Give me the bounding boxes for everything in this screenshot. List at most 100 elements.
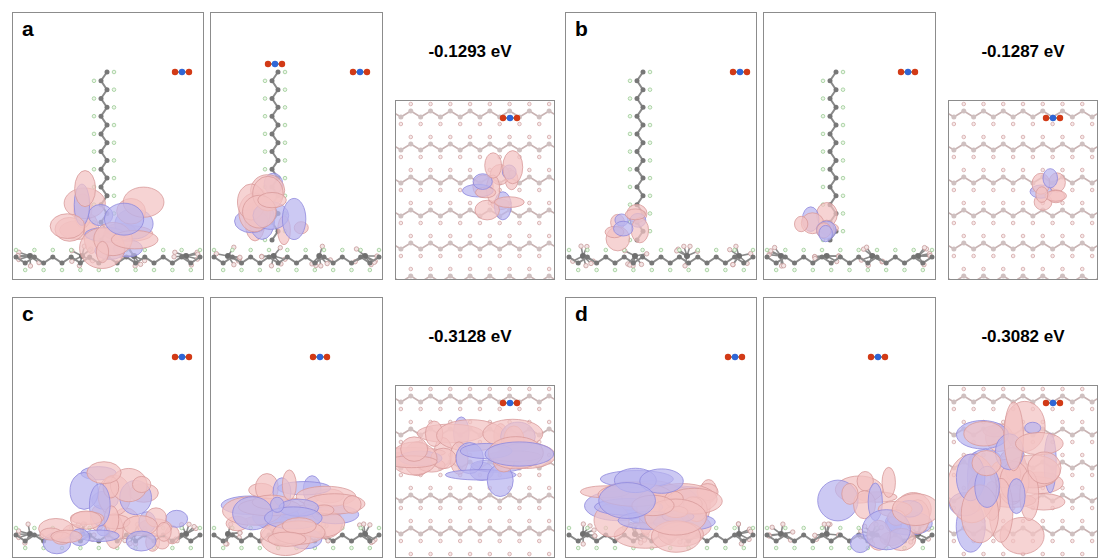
carbon-atom xyxy=(641,176,646,181)
hydrogen-atom xyxy=(1090,506,1094,510)
hydrogen-atom xyxy=(687,268,691,272)
carbon-atom xyxy=(641,158,646,163)
carbon-atom xyxy=(1080,208,1085,213)
hydrogen-atom xyxy=(79,268,83,272)
hydrogen-atom xyxy=(1001,168,1005,172)
hydrogen-atom xyxy=(962,168,966,172)
carbon-atom xyxy=(1070,466,1075,471)
carbon-atom xyxy=(547,109,552,114)
charge-depletion xyxy=(71,511,102,529)
hydrogen-atom xyxy=(70,259,74,263)
hydrogen-atom xyxy=(528,267,532,271)
hydrogen-atom xyxy=(419,407,423,411)
hydrogen-atom xyxy=(368,523,372,527)
hydrogen-atom xyxy=(841,159,845,163)
carbon-atom xyxy=(635,167,640,172)
carbon-atom xyxy=(981,142,986,147)
hydrogen-atom xyxy=(286,248,290,252)
carbon-atom xyxy=(458,214,463,219)
hydrogen-atom xyxy=(962,552,966,556)
hydrogen-atom xyxy=(508,267,512,271)
hydrogen-atom xyxy=(362,522,366,526)
hydrogen-atom xyxy=(1061,234,1065,238)
hydrogen-atom xyxy=(468,135,472,139)
hydrogen-atom xyxy=(377,248,381,252)
carbon-atom xyxy=(398,433,403,438)
hydrogen-atom xyxy=(399,122,403,126)
oxygen-atom xyxy=(500,115,506,121)
hydrogen-atom xyxy=(1061,453,1065,457)
charge-accumulation xyxy=(270,497,284,512)
hydrogen-atom xyxy=(1061,267,1065,271)
hydrogen-atom xyxy=(112,70,116,74)
hydrogen-atom xyxy=(1001,267,1005,271)
oxygen-atom xyxy=(265,61,271,67)
hydrogen-atom xyxy=(962,201,966,205)
carbon-atom xyxy=(1070,532,1075,537)
carbon-atom xyxy=(1060,274,1065,279)
hydrogen-atom xyxy=(648,212,652,216)
hydrogen-atom xyxy=(419,254,423,258)
hydrogen-atom xyxy=(238,255,242,259)
hydrogen-atom xyxy=(1080,168,1084,172)
hydrogen-atom xyxy=(922,245,926,249)
carbon-atom xyxy=(408,394,413,399)
oxygen-atom xyxy=(1043,115,1049,121)
hydrogen-atom xyxy=(1041,135,1045,139)
carbon-atom xyxy=(951,115,956,120)
panel-letter: d xyxy=(575,302,588,325)
carbon-atom xyxy=(594,539,599,544)
hydrogen-atom xyxy=(774,268,778,272)
hydrogen-atom xyxy=(283,106,287,110)
carbon-atom xyxy=(622,255,627,260)
carbon-atom xyxy=(418,148,423,153)
hydrogen-atom xyxy=(448,102,452,106)
carbon-atom xyxy=(991,148,996,153)
carbon-atom xyxy=(527,241,532,246)
carbon-atom xyxy=(594,261,599,266)
hydrogen-atom xyxy=(112,141,116,145)
carbon-atom xyxy=(458,181,463,186)
carbon-atom xyxy=(951,148,956,153)
hydrogen-atom xyxy=(1061,135,1065,139)
carbon-atom xyxy=(834,176,839,181)
hydrogen-atom xyxy=(820,248,824,252)
hydrogen-atom xyxy=(1011,122,1015,126)
hydrogen-atom xyxy=(581,522,585,526)
hydrogen-atom xyxy=(399,188,403,192)
hydrogen-atom xyxy=(972,221,976,225)
hydrogen-atom xyxy=(187,522,191,526)
hydrogen-atom xyxy=(528,168,532,172)
carbon-atom xyxy=(961,274,966,279)
hydrogen-atom xyxy=(263,97,267,101)
hydrogen-atom xyxy=(23,546,27,550)
carbon-atom xyxy=(340,533,345,538)
carbon-atom xyxy=(981,109,986,114)
hydrogen-atom xyxy=(841,141,845,145)
hydrogen-atom xyxy=(419,506,423,510)
hydrogen-atom xyxy=(1071,221,1075,225)
hydrogen-atom xyxy=(1061,102,1065,106)
carbon-atom xyxy=(1021,274,1026,279)
charge-depletion xyxy=(631,218,648,243)
carbon-atom xyxy=(1070,433,1075,438)
hydrogen-atom xyxy=(982,387,986,391)
carbon-atom xyxy=(487,274,492,279)
hydrogen-atom xyxy=(33,248,37,252)
carbon-atom xyxy=(1050,214,1055,219)
hydrogen-atom xyxy=(952,539,956,543)
carbon-atom xyxy=(497,532,502,537)
hydrogen-atom xyxy=(1071,440,1075,444)
hydrogen-atom xyxy=(1061,552,1065,556)
hydrogen-atom xyxy=(1011,254,1015,258)
hydrogen-atom xyxy=(439,539,443,543)
charge-depletion xyxy=(51,530,82,542)
hydrogen-atom xyxy=(1080,453,1084,457)
hydrogen-atom xyxy=(458,221,462,225)
carbon-atom xyxy=(458,148,463,153)
hydrogen-atom xyxy=(982,135,986,139)
hydrogen-atom xyxy=(263,167,267,171)
hydrogen-atom xyxy=(399,407,403,411)
carbon-atom xyxy=(971,115,976,120)
hydrogen-atom xyxy=(263,150,267,154)
